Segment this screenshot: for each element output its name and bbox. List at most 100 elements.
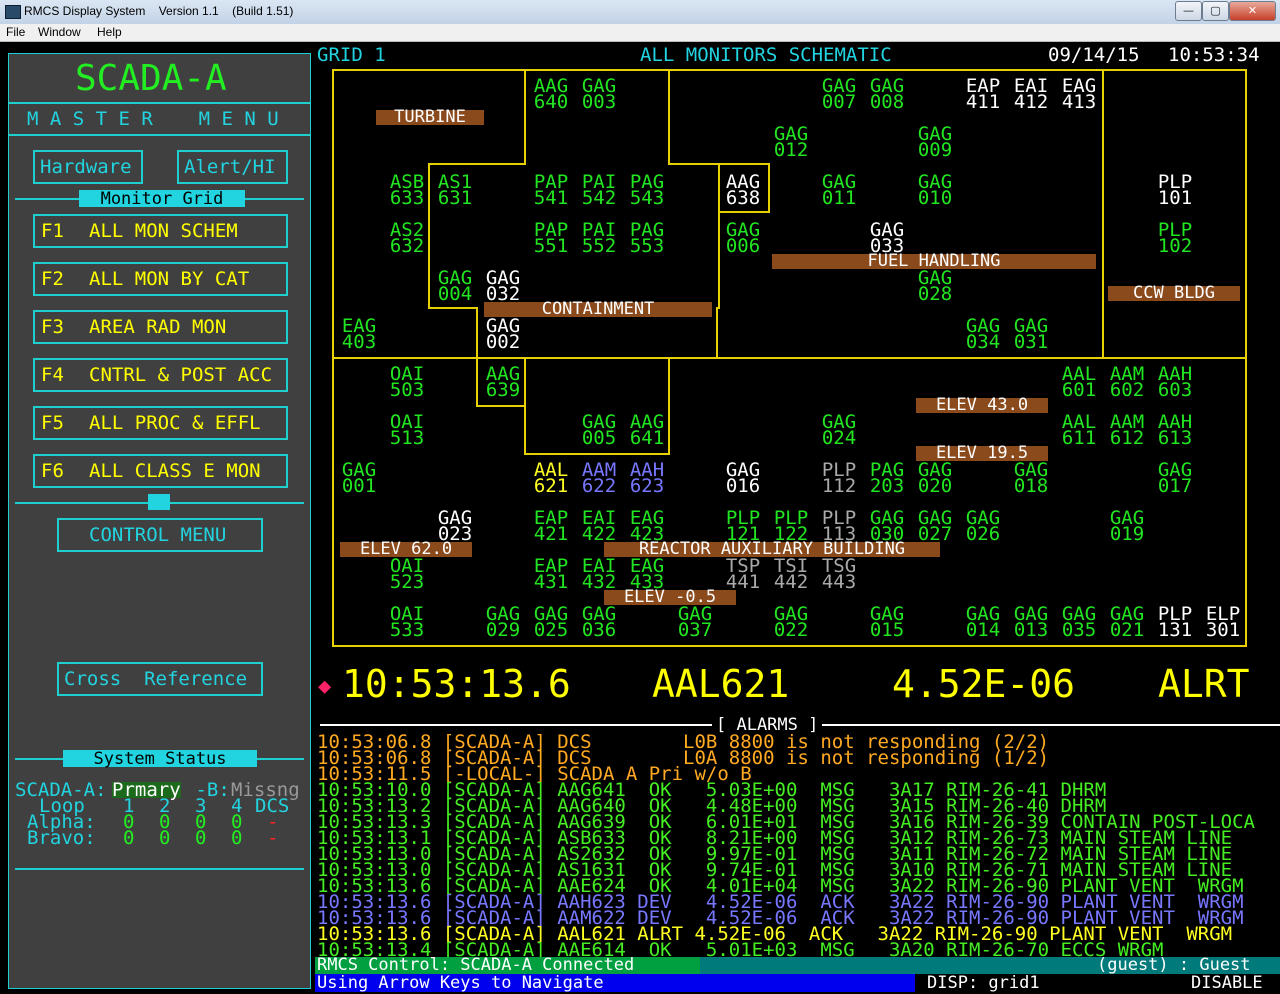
close-button[interactable]: ✕ xyxy=(1229,1,1276,21)
alarm-row[interactable]: 10:53:11.5 [-LOCAL-] SCADA A Pri w/o B xyxy=(317,763,752,785)
alarm-row[interactable]: 10:53:06.8 [SCADA-A] DCS L0A 8800 is not… xyxy=(317,747,1050,769)
alarm-row[interactable]: 10:53:13.0 [SCADA-A] AS2632 OK 9.97E-01 … xyxy=(317,843,1233,865)
alarm-row[interactable]: 10:53:13.6 [SCADA-A] AAM622 DEV 4.52E-06… xyxy=(317,907,1244,929)
alarm-row[interactable]: 10:53:10.0 [SCADA-A] AAG641 OK 5.03E+00 … xyxy=(317,779,1107,801)
minimize-button[interactable]: — xyxy=(1175,1,1202,21)
alert-hi-button[interactable]: Alert/HI xyxy=(177,150,288,184)
f6-all-class-e-mon-button[interactable]: F6 ALL CLASS E MON xyxy=(33,454,288,488)
alarm-row[interactable]: 10:53:13.6 [SCADA-A] AAH623 DEV 4.52E-06… xyxy=(317,891,1244,913)
alarm-row[interactable]: 10:53:13.6 [SCADA-A] AAL621 ALRT 4.52E-0… xyxy=(317,923,1233,945)
f2-all-mon-by-cat-button[interactable]: F2 ALL MON BY CAT xyxy=(33,262,288,296)
alarm-row[interactable]: 10:53:13.2 [SCADA-A] AAG640 OK 4.48E+00 … xyxy=(317,795,1107,817)
menu-window[interactable]: Window xyxy=(38,25,81,39)
control-menu-button[interactable]: CONTROL MENU xyxy=(57,518,263,552)
alarm-row[interactable]: 10:53:06.8 [SCADA-A] DCS L0B 8800 is not… xyxy=(317,731,1050,753)
alarm-row[interactable]: 10:53:13.6 [SCADA-A] AAE624 OK 4.01E+04 … xyxy=(317,875,1244,897)
f3-area-rad-mon-button[interactable]: F3 AREA RAD MON xyxy=(33,310,288,344)
cross-reference-button[interactable]: Cross Reference xyxy=(57,662,263,696)
hardware-button[interactable]: Hardware xyxy=(33,150,143,184)
f5-all-proc-effl-button[interactable]: F5 ALL PROC & EFFL xyxy=(33,406,288,440)
menu-file[interactable]: File xyxy=(6,25,26,39)
alarm-row[interactable]: 10:53:13.1 [SCADA-A] ASB633 OK 8.21E+00 … xyxy=(317,827,1233,849)
alarm-row[interactable]: 10:53:13.0 [SCADA-A] AS1631 OK 9.74E-01 … xyxy=(317,859,1233,881)
menu-help[interactable]: Help xyxy=(97,25,122,39)
alarm-row[interactable]: 10:53:13.4 [SCADA-A] AAE614 OK 5.01E+03 … xyxy=(317,939,1164,961)
alarm-row[interactable]: 10:53:13.3 [SCADA-A] AAG639 OK 6.01E+01 … xyxy=(317,811,1255,833)
